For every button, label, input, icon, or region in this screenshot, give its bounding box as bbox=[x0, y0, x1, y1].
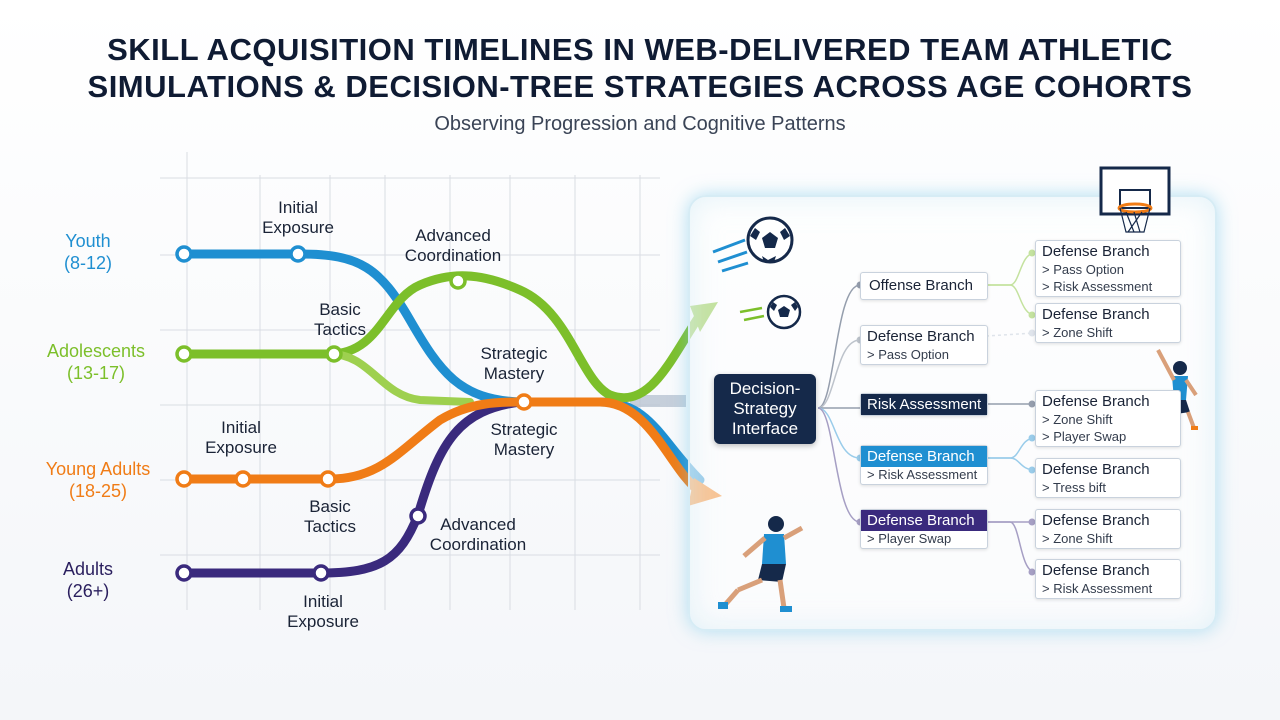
cohort-name: Young Adults bbox=[45, 459, 151, 479]
offense-branch-node[interactable]: Offense Branch bbox=[860, 272, 988, 300]
node-option: > Tress bift bbox=[1042, 480, 1106, 495]
stage-line: Exposure bbox=[287, 612, 359, 631]
risk-assessment-node[interactable]: Risk Assessment bbox=[860, 393, 988, 416]
stage-strategic-mastery-top: Strategic Mastery bbox=[466, 344, 562, 384]
cohort-range: (8-12) bbox=[63, 253, 112, 273]
node-title: Defense Branch bbox=[1042, 461, 1150, 478]
stage-line: Strategic bbox=[490, 420, 558, 439]
defense-branch-leaf[interactable]: Defense Branch > Zone Shift bbox=[1035, 509, 1181, 549]
node-title: Defense Branch bbox=[1042, 243, 1150, 260]
defense-branch-leaf[interactable]: Defense Branch > Risk Assessment bbox=[1035, 559, 1181, 599]
youth-timeline bbox=[179, 249, 705, 485]
cohort-name: Youth bbox=[65, 231, 111, 251]
cohort-adults: Adults (26+) bbox=[40, 558, 136, 602]
stage-initial-exposure-mid: Initial Exposure bbox=[188, 418, 294, 458]
subtitle: Observing Progression and Cognitive Patt… bbox=[434, 113, 846, 135]
stage-line: Basic bbox=[309, 497, 351, 516]
cohort-name: Adolescents bbox=[46, 341, 146, 361]
stage-line: Mastery bbox=[493, 440, 555, 459]
node-option: > Zone Shift bbox=[1042, 325, 1113, 340]
stage-line: Basic bbox=[319, 300, 361, 319]
node-title: Defense Branch bbox=[861, 446, 987, 467]
stage-line: Tactics bbox=[314, 320, 366, 339]
cohort-name: Adults bbox=[62, 559, 114, 579]
title-line-2: SIMULATIONS & DECISION-TREE STRATEGIES A… bbox=[87, 69, 1193, 104]
node-option: > Zone Shift bbox=[1042, 531, 1113, 546]
young-adults-timeline bbox=[179, 397, 705, 497]
stage-line: Exposure bbox=[205, 438, 277, 457]
cohort-youth: Youth (8-12) bbox=[40, 230, 136, 274]
node-option: > Risk Assessment bbox=[867, 467, 978, 482]
core-line: Strategy bbox=[733, 399, 797, 418]
cohort-adolescents: Adolescents (13-17) bbox=[30, 340, 162, 384]
core-line: Decision- bbox=[729, 379, 801, 398]
stage-line: Coordination bbox=[429, 535, 527, 554]
decision-strategy-interface[interactable]: Decision- Strategy Interface bbox=[714, 374, 816, 444]
node-title: Defense Branch bbox=[1042, 393, 1150, 410]
defense-branch-node[interactable]: Defense Branch > Risk Assessment bbox=[860, 445, 988, 485]
node-title: Offense Branch bbox=[869, 277, 973, 294]
defense-branch-leaf[interactable]: Defense Branch > Zone Shift > Player Swa… bbox=[1035, 390, 1181, 447]
node-option: > Player Swap bbox=[1042, 429, 1127, 444]
stage-line: Exposure bbox=[262, 218, 334, 237]
node-title: Defense Branch bbox=[1042, 512, 1150, 529]
stage-line: Advanced bbox=[415, 226, 491, 245]
grid bbox=[160, 152, 660, 610]
node-option: > Player Swap bbox=[867, 531, 952, 546]
node-option: > Risk Assessment bbox=[1042, 279, 1153, 294]
stage-line: Initial bbox=[303, 592, 343, 611]
node-title: Defense Branch bbox=[1042, 306, 1150, 323]
node-option: > Pass Option bbox=[1042, 262, 1125, 277]
stage-line: Initial bbox=[221, 418, 261, 437]
cohort-range: (26+) bbox=[66, 581, 110, 601]
node-title: Defense Branch bbox=[1042, 562, 1150, 579]
node-option: > Risk Assessment bbox=[1042, 581, 1153, 596]
defense-branch-leaf[interactable]: Defense Branch > Tress bift bbox=[1035, 458, 1181, 498]
stage-strategic-mastery-mid: Strategic Mastery bbox=[476, 420, 572, 460]
node-option: > Zone Shift bbox=[1042, 412, 1113, 427]
stage-advanced-coordination-top: Advanced Coordination bbox=[393, 226, 513, 266]
stage-line: Strategic bbox=[480, 344, 548, 363]
title-line-1: SKILL ACQUISITION TIMELINES IN WEB-DELIV… bbox=[107, 32, 1173, 67]
defense-branch-node[interactable]: Defense Branch > Player Swap bbox=[860, 509, 988, 549]
defense-branch-leaf[interactable]: Defense Branch > Zone Shift bbox=[1035, 303, 1181, 343]
stage-advanced-coordination-bottom: Advanced Coordination bbox=[418, 515, 538, 555]
cohort-range: (13-17) bbox=[66, 363, 126, 383]
adolescents-timeline bbox=[179, 271, 705, 403]
adolescents-branch bbox=[326, 350, 474, 406]
node-title: Defense Branch bbox=[861, 510, 987, 531]
stage-line: Coordination bbox=[404, 246, 502, 265]
defense-branch-leaf[interactable]: Defense Branch > Pass Option > Risk Asse… bbox=[1035, 240, 1181, 297]
stage-basic-tactics-top: Basic Tactics bbox=[300, 300, 380, 340]
stage-line: Initial bbox=[278, 198, 318, 217]
stage-line: Advanced bbox=[440, 515, 516, 534]
cohort-young-adults: Young Adults (18-25) bbox=[28, 458, 168, 502]
stage-basic-tactics-bottom: Basic Tactics bbox=[290, 497, 370, 537]
defense-branch-node[interactable]: Defense Branch > Pass Option bbox=[860, 325, 988, 365]
node-option: > Pass Option bbox=[867, 347, 950, 362]
node-title: Risk Assessment bbox=[861, 394, 987, 415]
node-title: Defense Branch bbox=[867, 328, 975, 345]
stage-initial-exposure-bottom: Initial Exposure bbox=[270, 592, 376, 632]
core-line: Interface bbox=[731, 419, 799, 438]
stage-initial-exposure-youth: Initial Exposure bbox=[245, 198, 351, 238]
stage-line: Tactics bbox=[304, 517, 356, 536]
cohort-range: (18-25) bbox=[68, 481, 128, 501]
stage-line: Mastery bbox=[483, 364, 545, 383]
